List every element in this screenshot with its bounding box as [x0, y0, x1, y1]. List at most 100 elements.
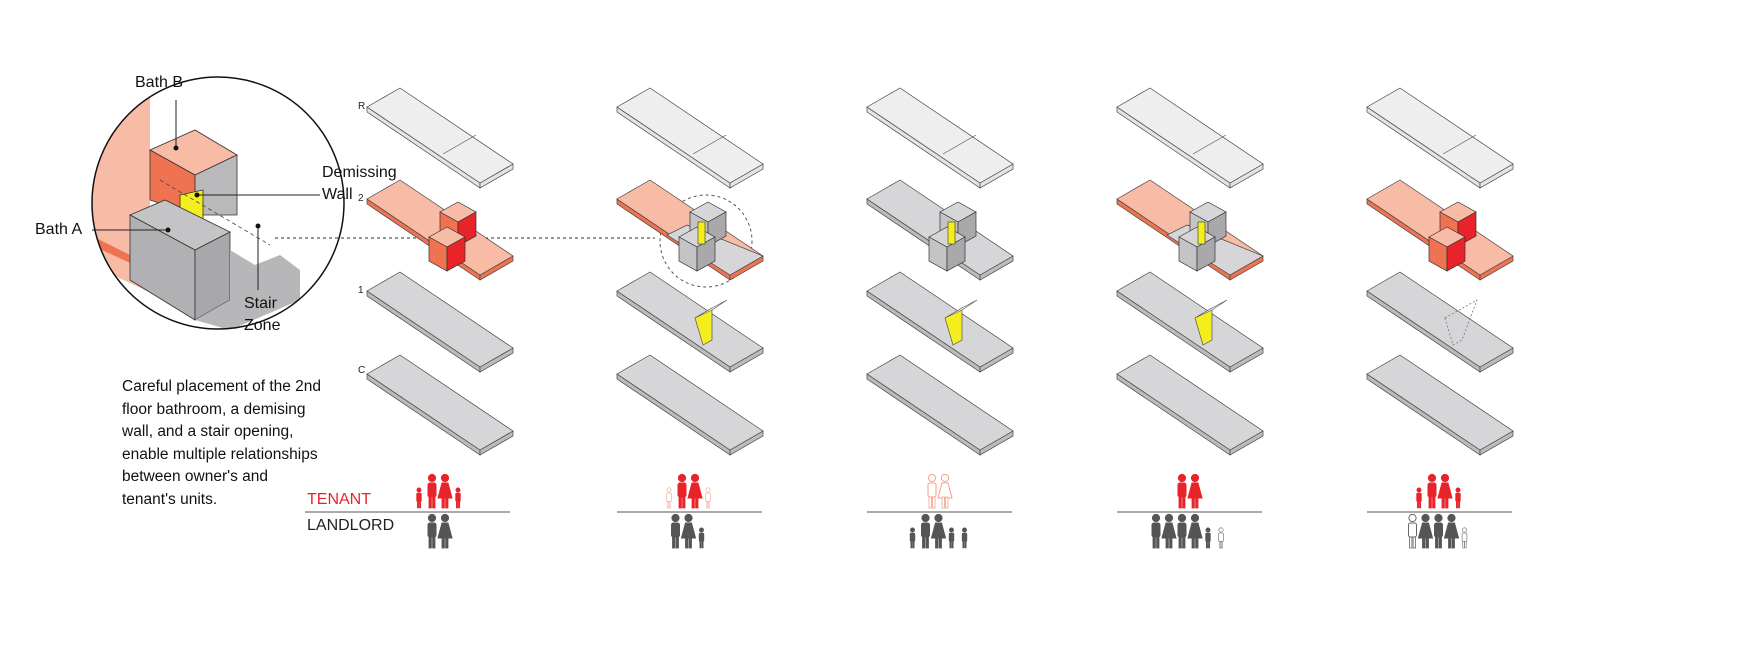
first-floor-slab [366, 271, 514, 368]
woman-icon [930, 513, 947, 549]
leg [1182, 536, 1186, 549]
head [677, 473, 687, 483]
head [1151, 513, 1161, 523]
roof-slab [616, 87, 764, 184]
description-line: wall, and a stair opening, [122, 423, 294, 440]
leg [441, 536, 445, 549]
body [705, 492, 711, 502]
body [1408, 522, 1417, 538]
leg [458, 501, 461, 509]
body [427, 522, 437, 538]
stair-treads [944, 299, 978, 319]
head [1190, 473, 1200, 483]
leg [1169, 536, 1173, 549]
leg [928, 496, 932, 509]
woman-icon [1437, 473, 1453, 509]
leg [432, 496, 436, 509]
leg [1182, 496, 1186, 509]
leg [682, 496, 686, 509]
leg [1416, 501, 1419, 509]
leg [445, 496, 449, 509]
bath-a-right [1196, 236, 1216, 272]
child-icon [1218, 527, 1224, 549]
leg [675, 536, 679, 549]
body [1177, 482, 1187, 498]
woman-icon [1443, 513, 1460, 549]
leg [1438, 536, 1442, 549]
head [455, 487, 461, 493]
body [930, 522, 947, 539]
head [440, 513, 450, 523]
leg [688, 536, 692, 549]
body [1218, 532, 1224, 542]
bath-a-right [1446, 236, 1466, 272]
leg [1451, 536, 1455, 549]
leg [1191, 496, 1195, 509]
man-icon [427, 473, 437, 509]
head [1462, 527, 1467, 533]
man-icon [1434, 513, 1443, 549]
body [1461, 532, 1468, 542]
roof-slab [866, 87, 1014, 184]
child-icon [666, 487, 672, 509]
level-label-2: 2 [358, 193, 364, 204]
woman-icon [937, 473, 953, 509]
level-label-1: 1 [358, 285, 364, 296]
head [949, 527, 954, 533]
leg [925, 536, 929, 549]
head [1427, 473, 1437, 483]
child-icon [705, 487, 711, 509]
leg [1441, 496, 1445, 509]
leg [1191, 536, 1195, 549]
head [699, 527, 704, 533]
woman-icon [680, 513, 697, 549]
leg [932, 496, 936, 509]
body [1161, 522, 1177, 539]
body [1177, 522, 1187, 538]
roof-divider [942, 134, 977, 155]
head [1177, 513, 1187, 523]
head [416, 487, 422, 493]
head [1408, 513, 1417, 523]
legend-tenant: TENANT [307, 491, 371, 508]
leg [672, 536, 676, 549]
leg [416, 501, 419, 509]
first-floor-slab [1116, 271, 1264, 368]
body [1455, 492, 1461, 502]
body [1443, 522, 1460, 539]
callout-demising-wall: Demissing Wall [322, 162, 397, 206]
child-icon [1205, 527, 1211, 549]
description-line: Careful placement of the 2nd [122, 378, 322, 395]
stair-outline [1444, 299, 1478, 346]
scenario-5 [1366, 87, 1514, 549]
man-icon [1427, 473, 1437, 509]
cellar-slab [1366, 354, 1514, 451]
leg [708, 501, 711, 509]
leg [685, 536, 689, 549]
man-icon [1177, 473, 1187, 509]
leg [1464, 541, 1467, 549]
leg [922, 536, 926, 549]
leg [964, 541, 967, 549]
roof-divider [1442, 134, 1477, 155]
scenario-1 [366, 87, 514, 549]
zoom-circle-dashed [659, 194, 753, 288]
leg [1448, 536, 1452, 549]
woman-icon [1161, 513, 1177, 549]
callout-stair-zone: Stair Zone [244, 293, 280, 337]
head [962, 527, 967, 533]
body [1151, 522, 1161, 538]
leg [441, 496, 445, 509]
head [927, 473, 937, 483]
leg [1462, 541, 1465, 549]
bath-a-right [696, 236, 716, 272]
head [1218, 527, 1224, 533]
leg [941, 496, 945, 509]
leg [1455, 501, 1458, 509]
leg [669, 501, 672, 509]
head [934, 513, 943, 523]
description-line: floor bathroom, a demising [122, 400, 306, 418]
callout-bath-b: Bath B [135, 74, 184, 91]
leg [432, 536, 436, 549]
man-icon [927, 473, 937, 509]
